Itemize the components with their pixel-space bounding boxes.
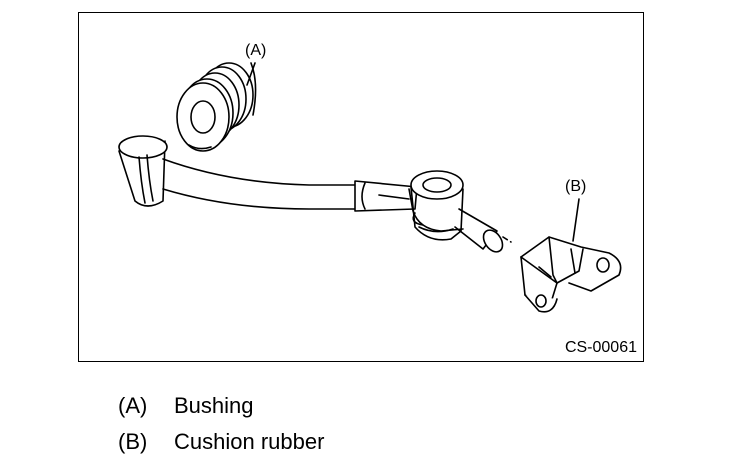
figure-code: CS-00061 — [564, 339, 637, 356]
gearshift-assembly-illustration — [118, 62, 622, 313]
pivot-boss — [408, 170, 464, 241]
rod-extension — [454, 208, 512, 253]
callout-b: (B) — [565, 178, 587, 195]
legend-item-cushion-rubber: (B) Cushion rubber — [118, 430, 324, 454]
legend-key: (A) — [118, 393, 148, 418]
callout-a: (A) — [245, 42, 267, 59]
rod-body — [162, 158, 418, 212]
callout-line-b — [572, 198, 580, 242]
legend-text: Cushion rubber — [174, 429, 325, 454]
legend-text: Bushing — [174, 393, 254, 418]
legend-key: (B) — [118, 429, 148, 454]
cushion-rubber-part — [520, 236, 622, 313]
callout-line-a — [246, 62, 256, 86]
legend-item-bushing: (A) Bushing — [118, 394, 254, 418]
bushing-part — [176, 62, 257, 152]
rod-cup — [118, 135, 168, 207]
figure-frame: (A) (B) CS-00061 — [78, 12, 644, 362]
